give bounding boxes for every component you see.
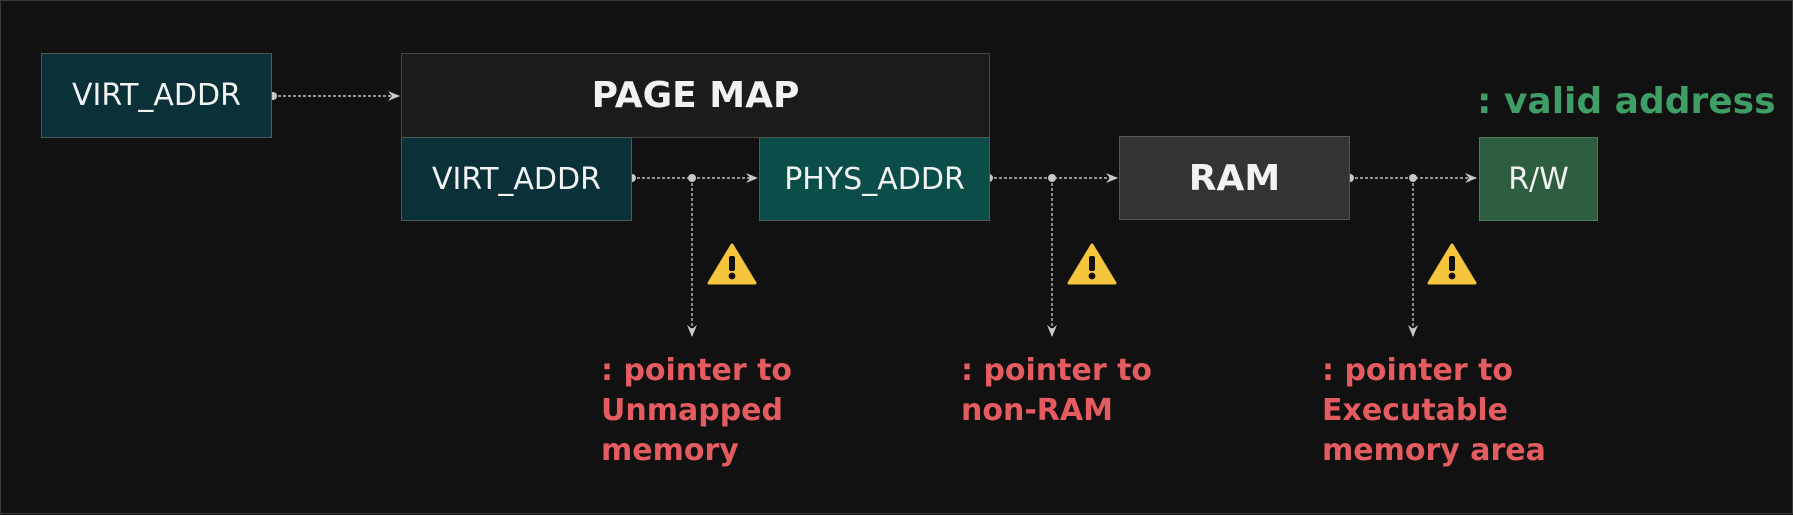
warning-icon <box>707 243 757 285</box>
page-map-header: PAGE MAP <box>401 53 990 138</box>
error-label-executable: : pointer to Executable memory area <box>1322 353 1546 468</box>
page-map-phys-addr-box: PHYS_ADDR <box>759 137 990 221</box>
warning-icon <box>1067 243 1117 285</box>
error-label-unmapped: : pointer to Unmapped memory <box>601 353 793 468</box>
ram-box: RAM <box>1119 136 1350 220</box>
valid-address-label: : valid address <box>1477 81 1776 122</box>
rw-box: R/W <box>1479 137 1598 221</box>
warning-icon <box>1427 243 1477 285</box>
page-map-virt-addr-box: VIRT_ADDR <box>401 137 632 221</box>
virt-addr-input-box: VIRT_ADDR <box>41 53 272 138</box>
error-label-non-ram: : pointer to non-RAM <box>961 353 1153 428</box>
